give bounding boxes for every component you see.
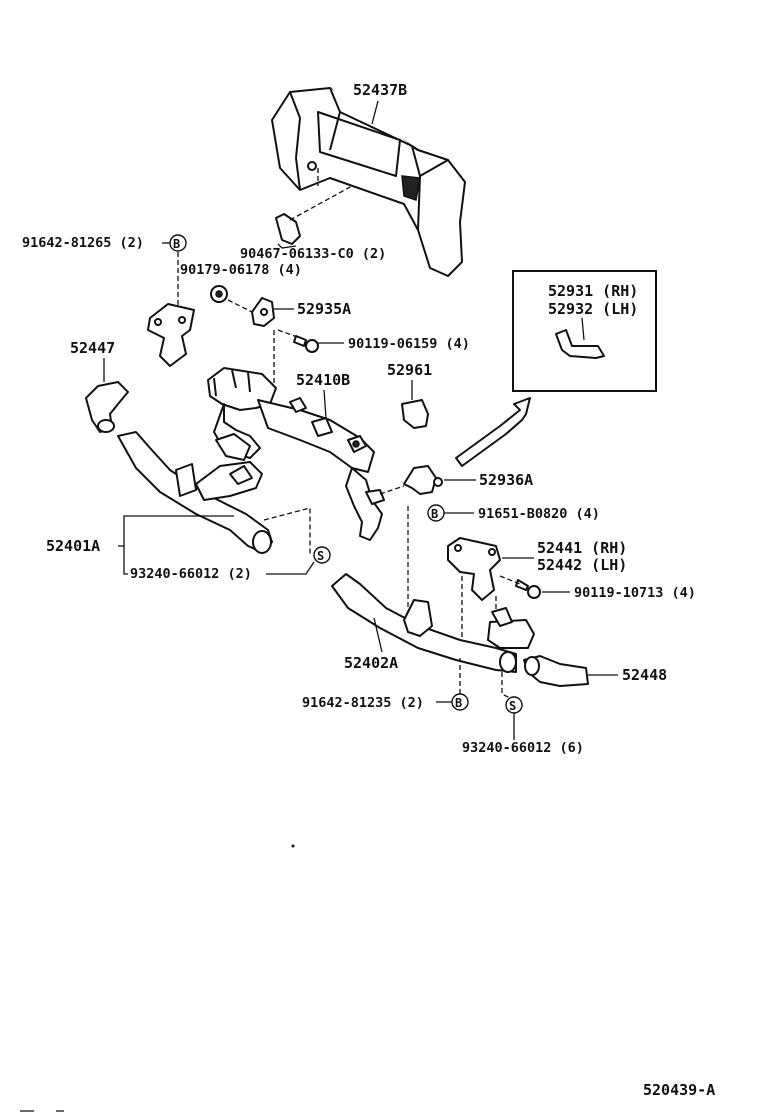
leader-52931 bbox=[581, 317, 585, 341]
diagram-id: 520439-A bbox=[643, 1081, 715, 1099]
dash-52401a bbox=[263, 507, 311, 556]
leader-52410b bbox=[323, 389, 327, 419]
clamp-52935a bbox=[251, 297, 275, 327]
marker-s-left-text: S bbox=[317, 549, 324, 563]
bracket-left bbox=[147, 303, 195, 367]
label-52936a: 52936A bbox=[479, 471, 533, 489]
label-52932: 52932 (LH) bbox=[548, 300, 638, 318]
label-91651: 91651-B0820 (4) bbox=[478, 506, 600, 522]
nut-90179 bbox=[210, 285, 228, 303]
bracket-52441 bbox=[447, 537, 501, 601]
label-52935a: 52935A bbox=[297, 300, 351, 318]
clamp-52936a bbox=[403, 465, 443, 495]
marker-b-top bbox=[169, 234, 187, 252]
dash-s-bottom bbox=[501, 672, 511, 699]
label-52410b: 52410B bbox=[296, 371, 350, 389]
label-52442: 52442 (LH) bbox=[537, 556, 627, 574]
label-52961: 52961 bbox=[387, 361, 432, 379]
label-52437b: 52437B bbox=[353, 81, 407, 99]
bumper-cover-52437b bbox=[271, 87, 466, 277]
label-90119-10713: 90119-10713 (4) bbox=[574, 585, 696, 601]
label-90467: 90467-06133-C0 (2) bbox=[240, 246, 386, 262]
label-52441: 52441 (RH) bbox=[537, 539, 627, 557]
inset-arrow bbox=[455, 397, 531, 467]
leader-52437b bbox=[371, 100, 379, 125]
leader-93240-2 bbox=[266, 561, 315, 575]
hose-52448 bbox=[523, 655, 589, 687]
label-91642-81235: 91642-81235 (2) bbox=[302, 695, 424, 711]
label-90179: 90179-06178 (4) bbox=[180, 262, 302, 278]
marker-b-bottom-text: B bbox=[455, 696, 462, 710]
label-90119-06159: 90119-06159 (4) bbox=[348, 336, 470, 352]
label-52401a: 52401A bbox=[46, 537, 100, 555]
label-52448: 52448 bbox=[622, 666, 667, 684]
label-52447: 52447 bbox=[70, 339, 115, 357]
marker-s-left bbox=[313, 546, 331, 564]
leader-90467 bbox=[277, 243, 297, 249]
label-93240-2: 93240-66012 (2) bbox=[130, 566, 252, 582]
label-91642-81265: 91642-81265 (2) bbox=[22, 235, 144, 251]
clip-90467 bbox=[275, 168, 353, 245]
support-52402a bbox=[331, 573, 535, 673]
bolt-90119-06159 bbox=[293, 335, 319, 353]
leader-52401a bbox=[118, 515, 234, 575]
support-52401a bbox=[117, 431, 273, 554]
bracket-52931 bbox=[555, 329, 605, 359]
hose-52447 bbox=[85, 381, 129, 433]
dash-52936a bbox=[379, 485, 405, 495]
bolt-90119-10713 bbox=[515, 579, 541, 599]
inset-box bbox=[512, 270, 657, 392]
label-52931: 52931 (RH) bbox=[548, 282, 638, 300]
marker-b-top-text: B bbox=[173, 237, 180, 251]
label-52402a: 52402A bbox=[344, 654, 398, 672]
marker-s-bottom-text: S bbox=[509, 699, 516, 713]
stray-dot bbox=[291, 844, 295, 848]
bracket-52961 bbox=[401, 399, 429, 429]
dash-clamp bbox=[273, 329, 301, 392]
leader-52402a bbox=[373, 617, 383, 653]
marker-b-mid-text: B bbox=[431, 507, 438, 521]
label-93240-6: 93240-66012 (6) bbox=[462, 740, 584, 756]
